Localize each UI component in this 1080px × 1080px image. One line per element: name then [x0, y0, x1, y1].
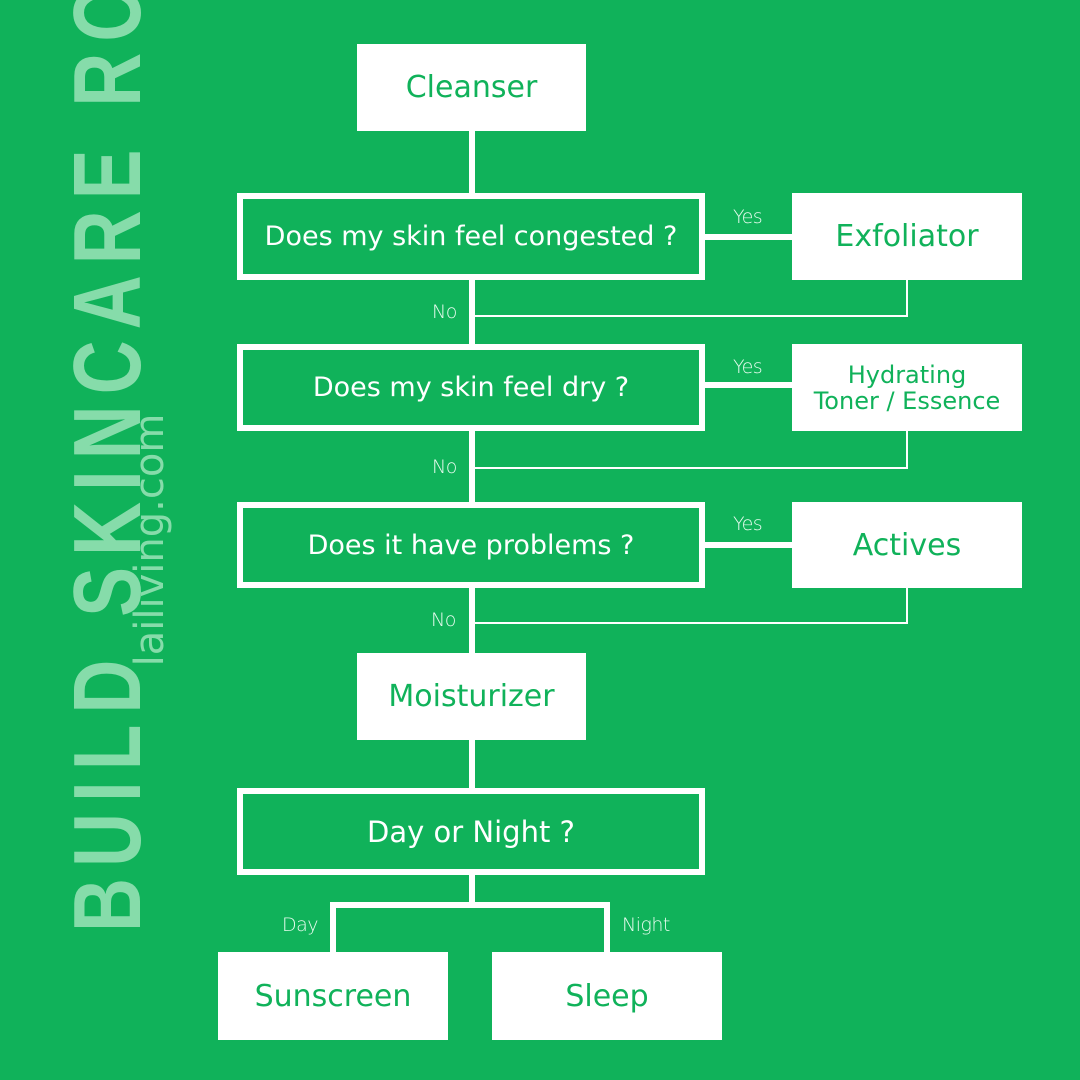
night-label: Night [622, 914, 670, 936]
return-line-2-vertical [906, 431, 908, 469]
question-dry-label: Does my skin feel dry ? [312, 372, 630, 403]
return-line-2-horizontal [475, 467, 908, 469]
connector-cleanser-q1 [469, 131, 475, 195]
no-label-3: No [431, 609, 456, 631]
yes-label-1: Yes [733, 206, 763, 228]
question-problems-label: Does it have problems ? [307, 529, 635, 561]
cleanser-label: Cleanser [405, 70, 538, 105]
day-or-night-label: Day or Night ? [367, 814, 575, 849]
return-line-1-horizontal [475, 315, 908, 317]
actives-label: Actives [852, 527, 962, 563]
cleanser-box: Cleanser [357, 44, 586, 131]
sleep-box: Sleep [492, 952, 722, 1040]
moisturizer-box: Moisturizer [357, 653, 586, 740]
yes-label-3: Yes [733, 513, 763, 535]
yes-connector-3 [705, 542, 793, 548]
connector-q1-q2 [469, 280, 475, 346]
exfoliator-box: Exfoliator [792, 193, 1022, 280]
branch-horizontal [330, 902, 610, 908]
connector-q3-moisturizer [469, 588, 475, 654]
moisturizer-label: Moisturizer [388, 679, 555, 714]
day-label: Day [282, 914, 319, 936]
connector-daynight-branch [469, 875, 475, 906]
actives-box: Actives [792, 502, 1022, 588]
connector-moisturizer-daynight [469, 740, 475, 790]
branch-day-down [330, 902, 336, 953]
return-line-3-horizontal [475, 622, 908, 624]
question-congested-label: Does my skin feel congested ? [264, 221, 678, 252]
hydrating-label-line2: Toner / Essence [813, 386, 1001, 415]
website-label: lailiving.com [127, 413, 173, 667]
sunscreen-label: Sunscreen [254, 978, 412, 1014]
day-or-night-box: Day or Night ? [237, 788, 705, 875]
sleep-label: Sleep [565, 978, 649, 1014]
branch-night-down [604, 902, 610, 953]
yes-connector-1 [705, 234, 793, 240]
exfoliator-label: Exfoliator [835, 219, 979, 254]
yes-connector-2 [705, 382, 793, 388]
return-line-1-vertical [906, 280, 908, 317]
return-line-3-vertical [906, 588, 908, 624]
no-label-1: No [432, 301, 457, 323]
no-label-2: No [432, 456, 457, 478]
connector-q2-q3 [469, 431, 475, 504]
question-dry-box: Does my skin feel dry ? [237, 344, 705, 431]
hydrating-toner-box: Hydrating Toner / Essence [792, 344, 1022, 431]
question-congested-box: Does my skin feel congested ? [237, 193, 705, 280]
question-problems-box: Does it have problems ? [237, 502, 705, 588]
sunscreen-box: Sunscreen [218, 952, 448, 1040]
hydrating-label-line1: Hydrating [847, 360, 967, 389]
yes-label-2: Yes [733, 356, 763, 378]
